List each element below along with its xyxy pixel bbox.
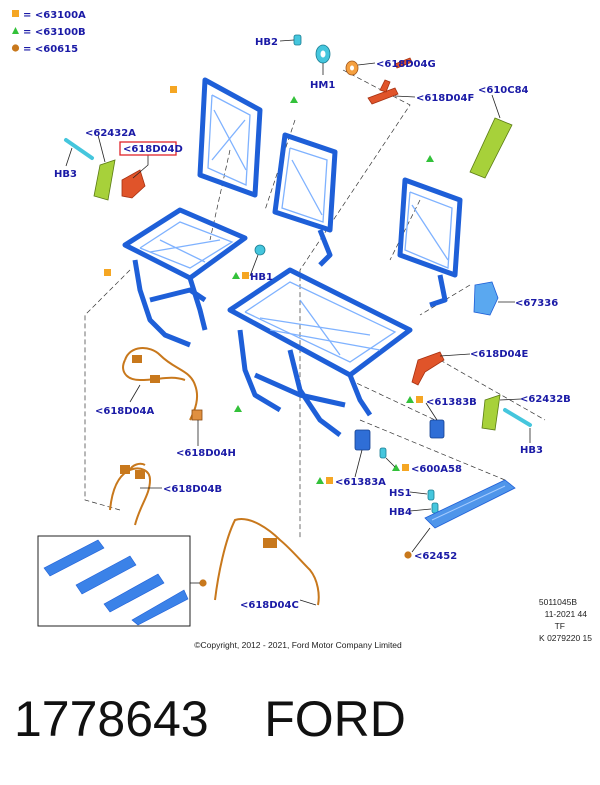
wiring-harness-618d04b <box>109 462 152 526</box>
square-marker-icon <box>402 464 409 471</box>
legend: = <63100A = <63100B = <60615 <box>11 10 86 55</box>
track-rail-62452 <box>404 479 516 559</box>
drawing-code-4: K 0279220 15 <box>539 633 592 643</box>
triangle-marker-icon <box>392 464 400 471</box>
label-610c84: <610C84 <box>478 85 529 96</box>
label-618d04g: <618D04G <box>376 59 436 70</box>
label-hb2: HB2 <box>255 37 278 48</box>
seat-back-frame-right <box>397 155 463 308</box>
seat-back-frame-left <box>170 77 263 198</box>
label-61383b: <61383B <box>426 397 477 408</box>
label-62432a: <62432A <box>85 128 136 139</box>
label-618d04d: <618D04D <box>123 144 183 155</box>
inset-pads <box>37 535 207 627</box>
circle-marker-icon <box>199 579 207 587</box>
wiring-harness-618d04a <box>122 347 199 421</box>
legend-item-60615: = <60615 <box>23 44 78 55</box>
triangle-marker-icon <box>426 155 434 162</box>
label-hb3-left: HB3 <box>54 169 77 180</box>
wiring-harness-618d04c <box>214 518 320 606</box>
drawing-code-1: 5011045B <box>539 597 577 607</box>
label-618d04h: <618D04H <box>176 448 236 459</box>
seat-back-frame-middle <box>272 96 338 267</box>
part-618d04e <box>411 351 445 386</box>
legend-item-63100a: = <63100A <box>23 10 86 21</box>
square-marker-icon <box>170 86 177 93</box>
legend-square-icon <box>12 10 19 17</box>
part-600a58 <box>379 447 409 471</box>
triangle-marker-icon <box>234 405 242 412</box>
label-hb4: HB4 <box>389 507 412 518</box>
bracket-610c84 <box>469 117 513 179</box>
legend-item-63100b: = <63100B <box>23 27 86 38</box>
label-618d04b: <618D04B <box>163 484 222 495</box>
label-618d04a: <618D04A <box>95 406 154 417</box>
drawing-code-3: TF <box>555 621 565 631</box>
hs1-hb4-bolts <box>427 489 439 514</box>
label-618d04e: <618D04E <box>470 349 528 360</box>
square-marker-icon <box>416 396 423 403</box>
part-number-caption: 1778643 FORD <box>14 691 406 747</box>
square-marker-icon <box>326 477 333 484</box>
label-62452: <62452 <box>414 551 457 562</box>
square-marker-icon <box>242 272 249 279</box>
parts-diagram: = <63100A = <63100B = <60615 <box>11 10 592 650</box>
circle-marker-icon <box>404 551 412 559</box>
part-61383a <box>316 429 371 484</box>
highlight-box <box>119 141 177 156</box>
label-hb3-right: HB3 <box>520 445 543 456</box>
label-hs1: HS1 <box>389 488 412 499</box>
copyright-text: ©Copyright, 2012 - 2021, Ford Motor Comp… <box>194 640 402 650</box>
label-618d04c: <618D04C <box>240 600 299 611</box>
square-marker-icon <box>104 269 111 276</box>
drawing-code-2: 11-2021 44 <box>545 609 588 619</box>
left-bracket-hardware <box>64 138 146 201</box>
label-618d04f: <618D04F <box>416 93 474 104</box>
top-hardware <box>293 34 413 105</box>
part-labels: HB2 HM1 <618D04G <618D04F <610C84 <62432… <box>54 37 571 611</box>
connector-618d04h <box>191 409 203 421</box>
triangle-marker-icon <box>316 477 324 484</box>
triangle-marker-icon <box>290 96 298 103</box>
label-600a58: <600A58 <box>411 464 462 475</box>
label-hb1: HB1 <box>250 272 273 283</box>
leader-lines <box>65 39 531 606</box>
seat-cushion-frame-right <box>227 267 413 437</box>
label-62432b: <62432B <box>520 394 571 405</box>
drawing-codes: 5011045B 11-2021 44 TF K 0279220 15 ©Cop… <box>194 597 592 650</box>
right-bracket-hardware <box>481 394 532 431</box>
part-67336 <box>473 281 499 316</box>
seat-cushion-frame-left <box>104 207 248 348</box>
legend-circle-icon <box>11 44 20 52</box>
triangle-marker-icon <box>406 396 414 403</box>
label-61383a: <61383A <box>335 477 386 488</box>
triangle-marker-icon <box>232 272 240 279</box>
legend-triangle-icon <box>12 27 19 34</box>
label-67336: <67336 <box>515 298 558 309</box>
label-hm1: HM1 <box>310 80 335 91</box>
hb1-bolt <box>232 244 266 279</box>
